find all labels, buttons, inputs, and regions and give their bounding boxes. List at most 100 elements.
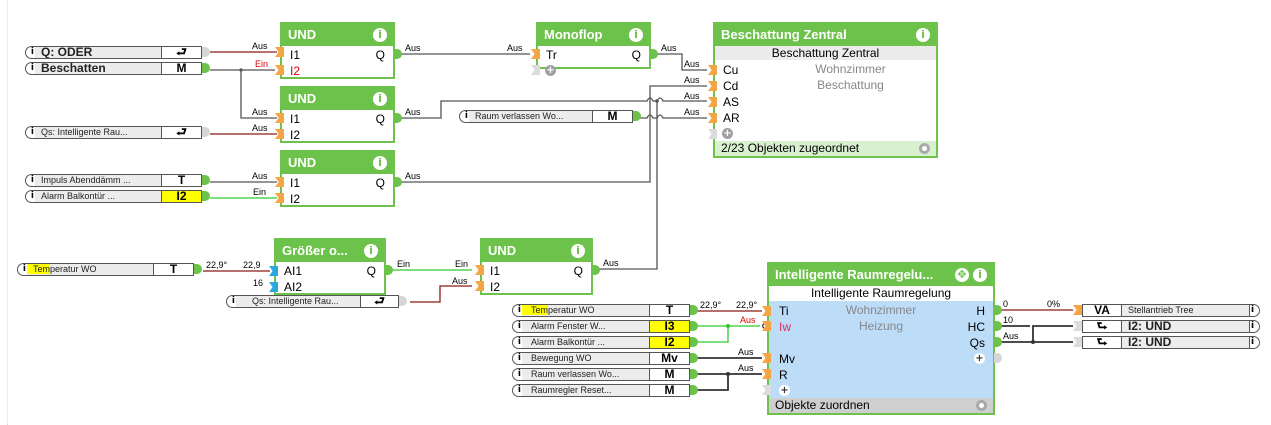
output-pin[interactable] <box>690 353 698 363</box>
output-pin[interactable] <box>202 47 210 57</box>
output-pin[interactable] <box>202 63 210 73</box>
output-pin-empty[interactable] <box>994 353 1002 363</box>
output-pin[interactable] <box>690 385 698 395</box>
add-input-icon[interactable]: + <box>722 128 733 139</box>
output-pin[interactable] <box>202 175 210 185</box>
input-pin[interactable] <box>475 281 484 291</box>
output-pin[interactable] <box>394 177 402 187</box>
output-pin[interactable] <box>690 369 698 379</box>
output-pin[interactable] <box>399 296 407 306</box>
info-icon[interactable]: i <box>459 110 469 123</box>
object-raum-verlassen-2[interactable]: i Raum verlassen Wo... M <box>512 368 698 381</box>
info-icon[interactable]: i <box>512 320 522 333</box>
info-icon[interactable]: i <box>571 244 585 258</box>
object-stellantrieb[interactable]: VA Stellantrieb Tree i <box>1073 304 1260 317</box>
settings-icon[interactable] <box>976 400 987 411</box>
output-pin[interactable] <box>690 305 698 315</box>
info-icon[interactable]: i <box>25 174 35 187</box>
info-icon[interactable]: i <box>25 46 35 59</box>
object-temperatur[interactable]: i Temperatur WO T <box>17 263 202 276</box>
info-icon[interactable]: i <box>226 295 236 308</box>
object-temperatur-2[interactable]: i Temperatur WO T <box>512 304 698 317</box>
input-pin[interactable] <box>275 193 284 203</box>
output-pin[interactable] <box>202 127 210 137</box>
info-icon[interactable]: i <box>512 384 522 397</box>
info-icon[interactable]: i <box>364 244 378 258</box>
info-icon[interactable]: i <box>373 156 387 170</box>
input-pin[interactable] <box>762 353 771 363</box>
info-icon[interactable]: i <box>512 336 522 349</box>
output-pin[interactable] <box>690 337 698 347</box>
input-pin-empty[interactable] <box>708 129 717 139</box>
add-input-icon[interactable]: + <box>779 385 790 396</box>
object-bewegung[interactable]: i Bewegung WO Mv <box>512 352 698 365</box>
info-icon[interactable]: i <box>512 352 522 365</box>
block-title[interactable]: Größer o...i <box>276 240 384 262</box>
info-icon[interactable]: i <box>25 190 35 203</box>
input-pin[interactable] <box>1073 337 1082 347</box>
input-pin[interactable] <box>1073 305 1082 315</box>
assign-objects-link[interactable]: Objekte zuordnen <box>775 398 870 412</box>
info-icon[interactable]: i <box>373 92 387 106</box>
output-pin[interactable] <box>394 49 402 59</box>
output-pin[interactable] <box>202 191 210 201</box>
info-icon[interactable]: i <box>973 268 987 282</box>
info-icon[interactable]: i <box>629 28 643 42</box>
info-icon[interactable]: i <box>1250 304 1260 317</box>
info-icon[interactable]: i <box>916 28 930 42</box>
input-pin[interactable] <box>269 282 278 292</box>
output-pin[interactable] <box>385 265 393 275</box>
input-pin[interactable] <box>531 49 540 59</box>
block-footer[interactable]: 2/23 Objekten zugeordnet <box>715 141 936 156</box>
output-pin[interactable] <box>650 49 658 59</box>
input-pin[interactable] <box>762 369 771 379</box>
output-pin[interactable] <box>690 321 698 331</box>
output-pin[interactable] <box>592 265 600 275</box>
object-q-oder[interactable]: i Q: ODER ⮐ <box>25 46 210 59</box>
block-intelligente-raumregelung[interactable]: Intelligente Raumregelu...✥i Intelligent… <box>767 262 995 415</box>
input-pin[interactable] <box>762 306 771 316</box>
block-footer[interactable]: Objekte zuordnen <box>769 398 993 413</box>
input-pin[interactable] <box>708 81 717 91</box>
output-pin[interactable] <box>633 111 641 121</box>
input-pin[interactable] <box>275 177 284 187</box>
input-pin[interactable] <box>1073 321 1082 331</box>
object-alarm-fenster[interactable]: i Alarm Fenster W... I3 <box>512 320 698 333</box>
info-icon[interactable]: i <box>1250 320 1260 333</box>
output-pin[interactable] <box>994 305 1002 315</box>
input-pin[interactable] <box>275 47 284 57</box>
info-icon[interactable]: i <box>25 126 35 139</box>
object-alarm-balkon-2[interactable]: i Alarm Balkontür ... I2 <box>512 336 698 349</box>
object-alarm-balkon[interactable]: i Alarm Balkontür ... I2 <box>25 190 210 203</box>
input-pin[interactable] <box>275 113 284 123</box>
input-pin[interactable] <box>275 129 284 139</box>
input-pin[interactable] <box>708 65 717 75</box>
object-i2-und-2[interactable]: ⮑ I2: UND i <box>1073 336 1260 349</box>
add-output-icon[interactable]: + <box>974 353 985 364</box>
object-raum-verlassen[interactable]: i Raum verlassen Wo... M <box>459 110 641 123</box>
object-qs-raum-2[interactable]: i Qs: Intelligente Rau... ⮐ <box>226 295 407 308</box>
input-pin[interactable] <box>708 97 717 107</box>
input-pin[interactable] <box>269 266 278 276</box>
input-pin[interactable] <box>708 113 717 123</box>
input-pin[interactable] <box>475 265 484 275</box>
output-pin[interactable] <box>194 264 202 274</box>
info-icon[interactable]: i <box>17 263 27 276</box>
settings-icon[interactable] <box>919 143 930 154</box>
object-impuls[interactable]: i Impuls Abenddämm ... T <box>25 174 210 187</box>
info-icon[interactable]: i <box>1250 336 1260 349</box>
object-qs-raum[interactable]: i Qs: Intelligente Rau... ⮐ <box>25 126 210 139</box>
object-i2-und-1[interactable]: ⮑ I2: UND i <box>1073 320 1260 333</box>
input-pin[interactable] <box>275 65 284 75</box>
output-pin[interactable] <box>394 113 402 123</box>
